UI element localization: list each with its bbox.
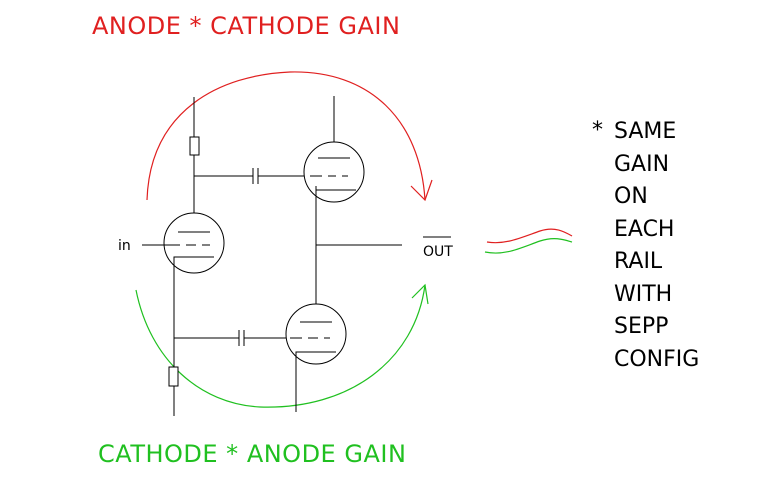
note-line: GAIN <box>614 151 670 177</box>
top-resistor <box>189 136 200 156</box>
anode-cathode-gain-title: ANODE * CATHODE GAIN <box>92 12 401 40</box>
top-gain-arrow-arc <box>146 71 426 201</box>
upper-tube <box>303 141 365 203</box>
top-gain-arrowhead <box>410 179 433 202</box>
note-line: ON <box>614 184 648 209</box>
note-asterisk: * <box>592 118 603 143</box>
red-waveform <box>486 228 573 244</box>
note-line: RAIL <box>614 249 663 274</box>
note-line: EACH <box>614 216 675 242</box>
note-line: WITH <box>614 281 673 307</box>
input-tube <box>163 212 225 274</box>
output-label: OUT <box>423 244 453 260</box>
note-line: SEPP <box>614 314 669 339</box>
bottom-gain-arrowhead <box>411 283 429 305</box>
note-line: CONFIG <box>614 346 700 372</box>
note-line: SAME <box>614 119 677 144</box>
lower-tube <box>285 303 347 365</box>
note-text: SAME GAIN ON EACH RAIL WITH SEPP CONFIG <box>614 116 699 376</box>
bottom-resistor <box>168 366 179 387</box>
cathode-anode-gain-title: CATHODE * ANODE GAIN <box>98 440 407 468</box>
bottom-gain-arrow-arc <box>135 284 426 408</box>
input-label: in <box>118 238 131 254</box>
green-waveform <box>484 237 573 254</box>
